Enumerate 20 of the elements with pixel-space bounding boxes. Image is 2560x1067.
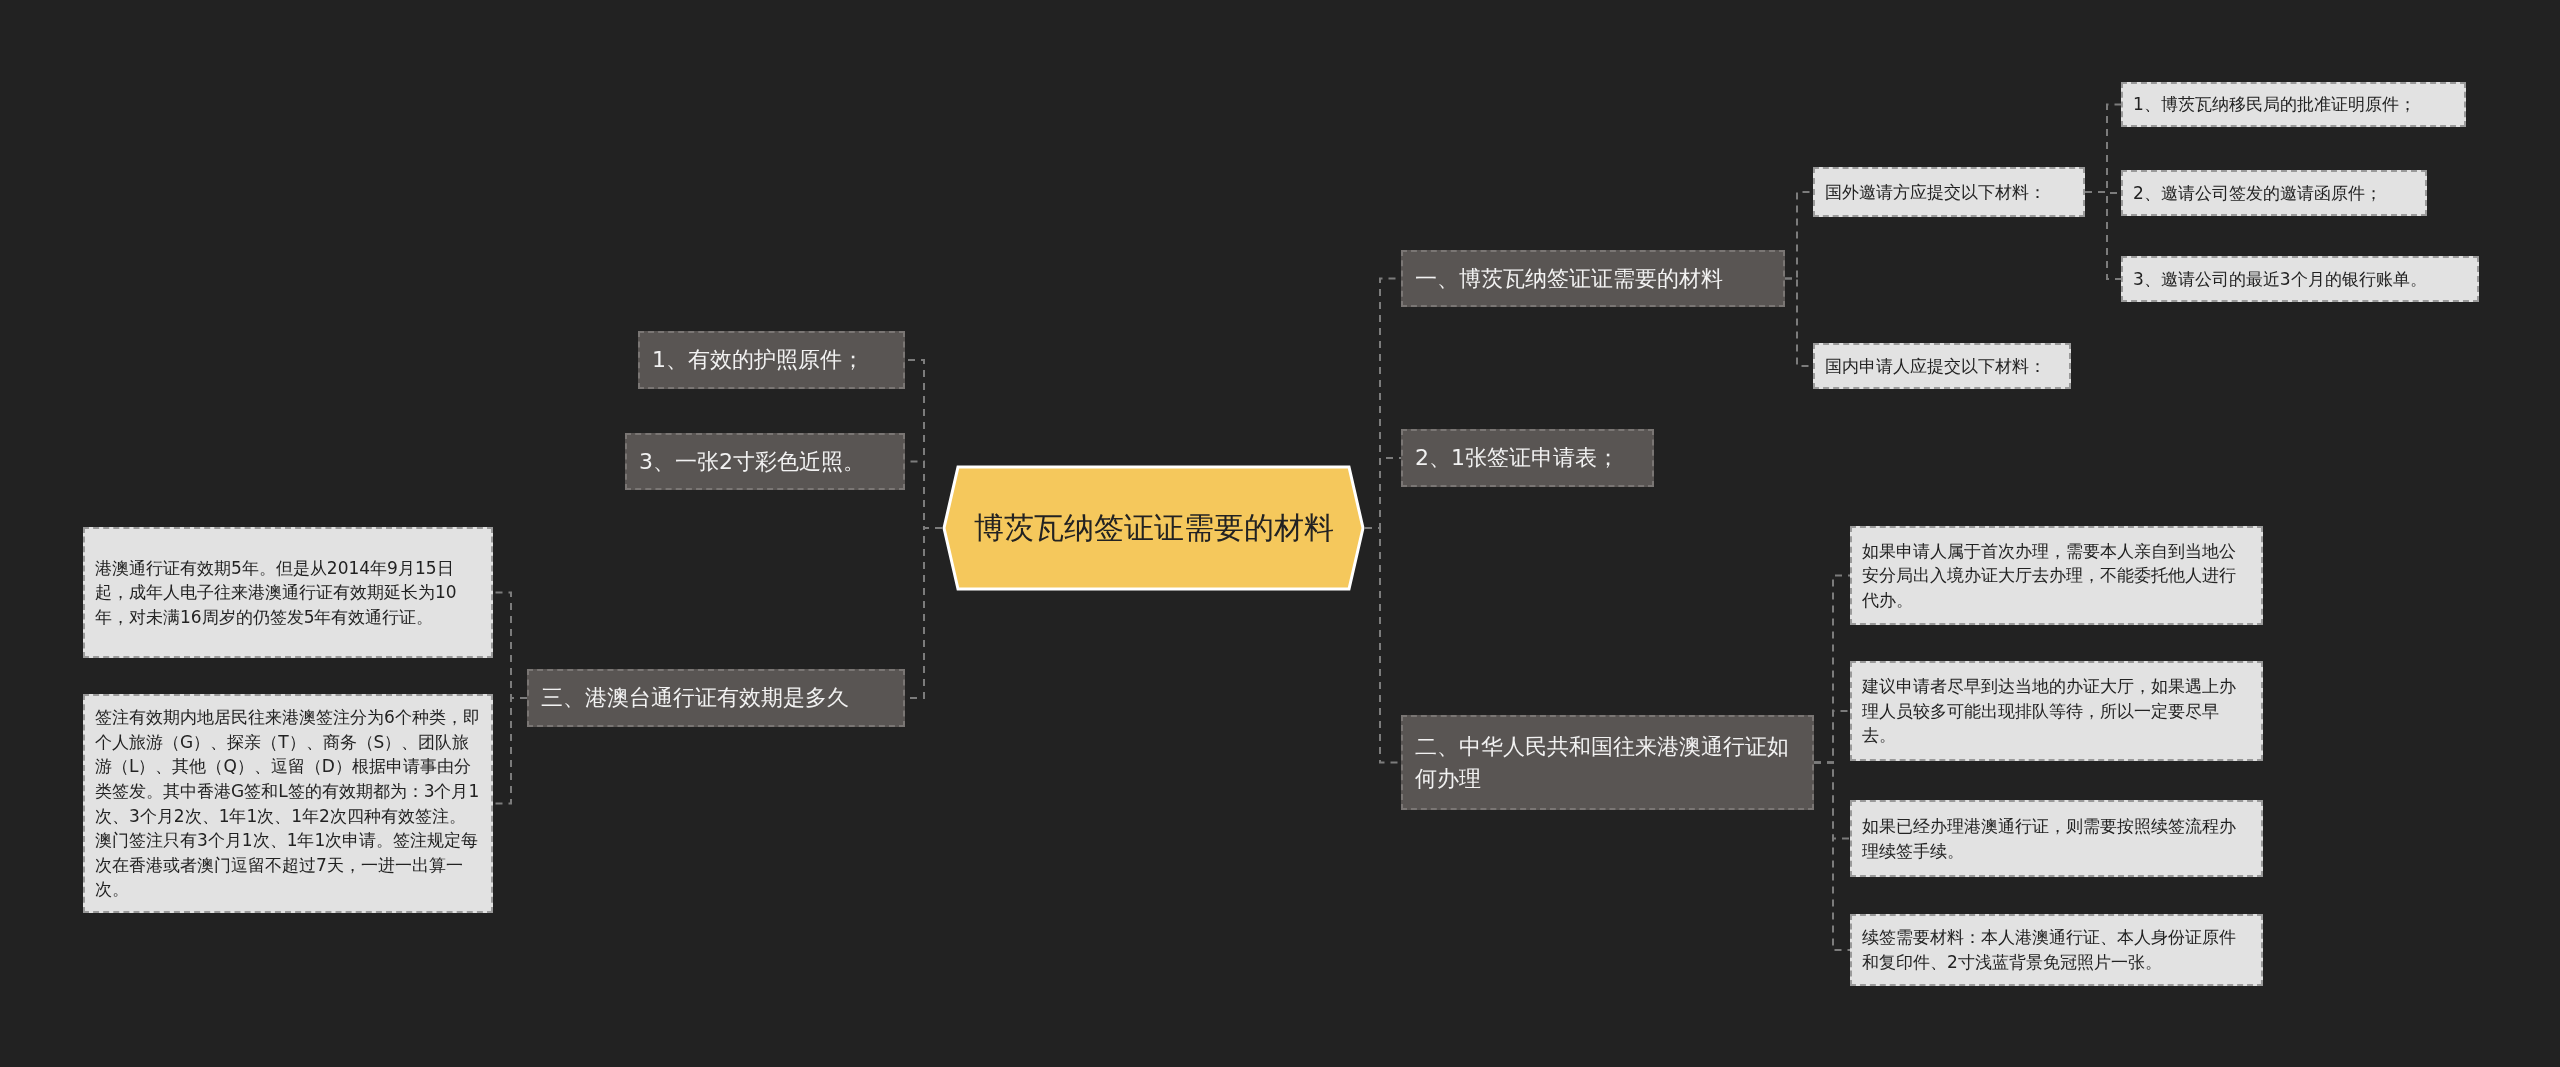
topic-box: 2、1张签证申请表； (1401, 429, 1654, 487)
subtopic-box: 签注有效期内地居民往来港澳签注分为6个种类，即个人旅游（G）、探亲（T）、商务（S）、团队旅游（L）、其他（Q）、逗留（D）根据申请事由分类签发。其中香港G签和L签的有效期都为：3个月1次、3个月2次、1年1次、1年2次四种有效签注。澳门签注只有3个月1次、1年1次申请。签注规定每次在香港或者澳门逗留不超过7天，一进一出算一次。 (83, 694, 493, 913)
topic-box: 3、一张2寸彩色近照。 (625, 433, 905, 490)
topic-box: 一、博茨瓦纳签证证需要的材料 (1401, 250, 1785, 307)
subtopic-box: 港澳通行证有效期5年。但是从2014年9月15日起，成年人电子往来港澳通行证有效期延长为10年，对未满16周岁的仍签发5年有效通行证。 (83, 527, 493, 658)
topic-box: 二、中华人民共和国往来港澳通行证如何办理 (1401, 715, 1814, 810)
topic-box: 1、有效的护照原件； (638, 331, 905, 389)
subtopic-box: 如果已经办理港澳通行证，则需要按照续签流程办理续签手续。 (1850, 800, 2263, 877)
connector-line (1813, 761, 1851, 951)
subtopic-box: 国外邀请方应提交以下材料： (1813, 167, 2085, 217)
subtopic-box: 3、邀请公司的最近3个月的银行账单。 (2121, 256, 2479, 302)
subtopic-box: 2、邀请公司签发的邀请函原件； (2121, 170, 2427, 216)
subtopic-box: 续签需要材料：本人港澳通行证、本人身份证原件和复印件、2寸浅蓝背景免冠照片一张。 (1850, 914, 2263, 986)
central-topic-hexagon: 博茨瓦纳签证证需要的材料 (942, 465, 1365, 591)
subtopic-box: 如果申请人属于首次办理，需要本人亲自到当地公安分局出入境办证大厅去办理，不能委托他人进行代办。 (1850, 526, 2263, 625)
subtopic-box: 1、博茨瓦纳移民局的批准证明原件； (2121, 82, 2466, 127)
subtopic-box: 建议申请者尽早到达当地的办证大厅，如果遇上办理人员较多可能出现排队等待，所以一定要尽早去。 (1850, 661, 2263, 761)
connector-line (2084, 191, 2122, 280)
topic-box: 三、港澳台通行证有效期是多久 (527, 669, 905, 727)
subtopic-box: 国内申请人应提交以下材料： (1813, 343, 2071, 389)
